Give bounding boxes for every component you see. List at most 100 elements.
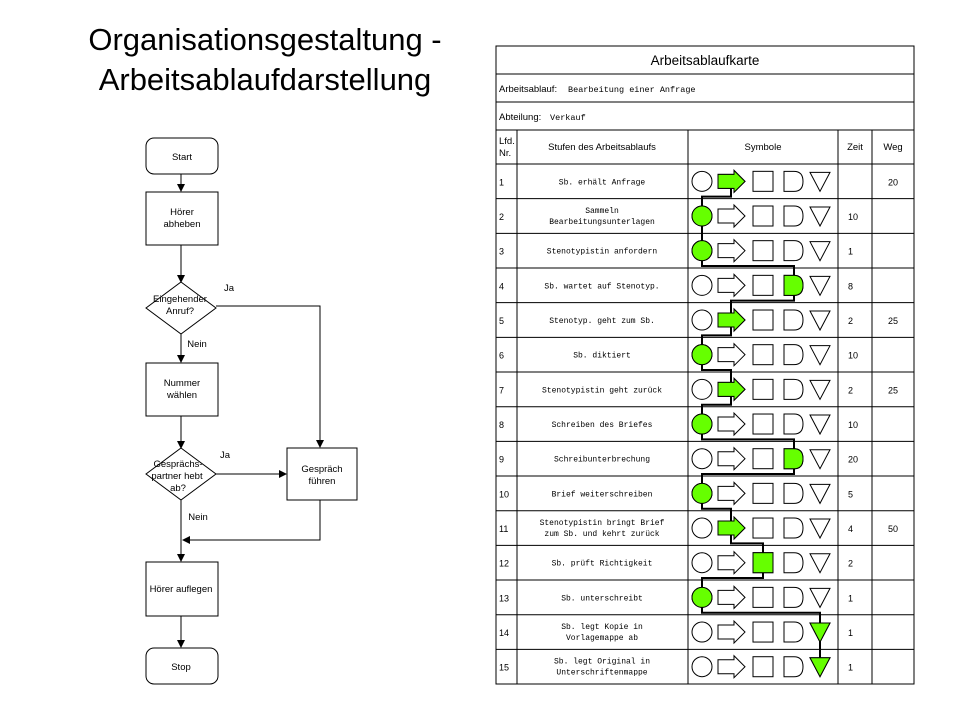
storage-triangle-symbol: [809, 310, 831, 332]
transport-arrow-symbol: [717, 203, 746, 229]
row-time: 1: [848, 628, 853, 638]
transport-arrow-symbol: [717, 411, 746, 437]
row-time: 4: [848, 524, 853, 534]
delay-d-symbol: [783, 517, 804, 539]
delay-d-symbol: [783, 413, 804, 435]
row-number: 4: [499, 281, 504, 291]
storage-triangle-symbol: [809, 345, 831, 366]
header-way: Weg: [883, 142, 902, 153]
storage-triangle-symbol: [809, 518, 831, 540]
row-number: 12: [499, 559, 509, 569]
delay-d-symbol: [783, 482, 804, 504]
storage-triangle-symbol: [809, 587, 831, 609]
delay-d-symbol: [783, 378, 804, 400]
storage-triangle-symbol: [809, 275, 831, 297]
card-title: Arbeitsablaufkarte: [651, 53, 760, 68]
row-time: 20: [848, 455, 858, 465]
row-description: Sb. legt Original in: [554, 658, 650, 667]
storage-triangle-symbol: [809, 171, 831, 193]
operation-circle-symbol: [691, 378, 713, 400]
row-description: Sb. diktiert: [573, 352, 631, 361]
delay-d-symbol: [783, 586, 804, 608]
row-number: 7: [499, 385, 504, 395]
transport-arrow-symbol: [717, 654, 746, 679]
row-time: 2: [848, 385, 853, 395]
inspection-square-symbol: [752, 240, 774, 262]
transport-arrow-symbol-active: [717, 169, 746, 194]
dial-label-2: wählen: [166, 390, 197, 401]
row-description: Stenotyp. geht zum Sb.: [549, 317, 655, 326]
row-description: Sb. wartet auf Stenotyp.: [544, 282, 659, 291]
page-title-line-2: Arbeitsablaufdarstellung: [98, 62, 432, 97]
decision-partner-answers: [145, 447, 217, 501]
operation-circle-symbol: [691, 517, 713, 539]
inspection-square-symbol: [752, 344, 774, 366]
operation-circle-symbol-active: [691, 344, 713, 366]
row-description: zum Sb. und kehrt zurück: [544, 530, 659, 539]
row-time: 10: [848, 420, 858, 430]
process-conduct-call: [286, 447, 358, 501]
operation-circle-symbol: [691, 309, 713, 331]
process-label: Arbeitsablauf:: [499, 84, 557, 95]
delay-d-symbol: [783, 309, 804, 331]
operation-circle-symbol: [691, 274, 713, 296]
row-time: 10: [848, 351, 858, 361]
transport-arrow-symbol: [717, 619, 746, 645]
delay-d-symbol-active: [783, 448, 804, 470]
decision-incoming-call: [145, 281, 217, 335]
row-number: 1: [499, 177, 504, 187]
start-label: Start: [172, 152, 192, 163]
delay-d-symbol: [783, 552, 804, 574]
row-way: 50: [888, 524, 898, 534]
row-number: 14: [499, 628, 509, 638]
inspection-square-symbol: [752, 517, 774, 539]
inspection-square-symbol: [752, 205, 774, 227]
row-number: 9: [499, 455, 504, 465]
header-steps: Stufen des Arbeitsablaufs: [548, 142, 656, 153]
pick-up-label-2: abheben: [164, 219, 201, 230]
inspection-square-symbol-active: [752, 552, 774, 574]
operation-circle-symbol-active: [691, 482, 713, 504]
partner-label-2: partner hebt: [151, 471, 203, 482]
header-nr-1: Lfd.: [499, 136, 515, 147]
stop-label: Stop: [171, 662, 191, 673]
operation-circle-symbol-active: [691, 586, 713, 608]
row-description: Stenotypistin geht zurück: [542, 386, 662, 395]
process-pick-up-receiver: [145, 191, 219, 246]
operation-circle-symbol-active: [691, 413, 713, 435]
transport-arrow-symbol: [717, 273, 746, 298]
incoming-call-label-2: Anruf?: [166, 306, 194, 317]
row-number: 13: [499, 593, 509, 603]
operation-circle-symbol: [691, 656, 713, 678]
transport-arrow-symbol-active: [717, 377, 746, 402]
talk-label-1: Gespräch: [301, 464, 342, 475]
start-terminal: [145, 137, 219, 175]
row-time: 8: [848, 281, 853, 291]
storage-triangle-symbol-active: [809, 622, 831, 644]
inspection-square-symbol: [752, 656, 774, 678]
no-label-2: Nein: [188, 512, 208, 523]
stop-terminal: [145, 647, 219, 685]
inspection-square-symbol: [752, 274, 774, 296]
transport-arrow-symbol: [717, 342, 746, 367]
transport-arrow-symbol: [717, 481, 746, 506]
row-time: 1: [848, 247, 853, 257]
row-description: Stenotypistin anfordern: [547, 248, 658, 257]
row-number: 10: [499, 489, 509, 499]
row-way: 25: [888, 316, 898, 326]
row-way: 20: [888, 177, 898, 187]
row-number: 3: [499, 247, 504, 257]
row-description: Vorlagemappe ab: [566, 634, 638, 643]
row-time: 2: [848, 559, 853, 569]
inspection-square-symbol: [752, 621, 774, 643]
row-time: 10: [848, 212, 858, 222]
delay-d-symbol: [783, 170, 804, 192]
row-description: Sb. prüft Richtigkeit: [552, 560, 653, 569]
row-description: Sammeln: [585, 207, 619, 216]
delay-d-symbol: [783, 344, 804, 366]
delay-d-symbol: [783, 205, 804, 227]
